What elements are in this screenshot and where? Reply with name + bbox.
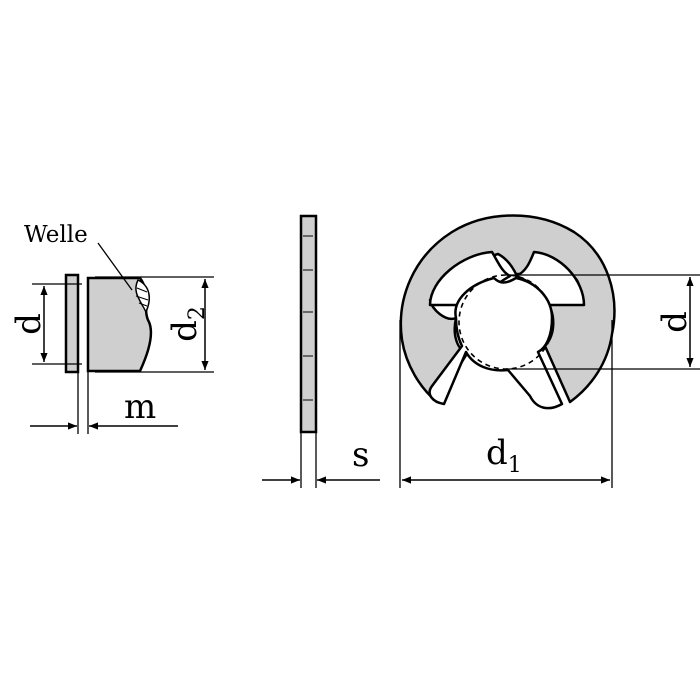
s-label: s: [352, 435, 369, 475]
d1-label-base: d: [486, 433, 508, 473]
shaft-side-view: [30, 242, 214, 434]
d-left-label: d: [9, 313, 49, 335]
d-right-label: d: [655, 311, 695, 333]
shaft-break-hatch: [135, 278, 151, 314]
ring-side-profile: [64, 273, 80, 374]
m-label: m: [124, 387, 156, 427]
ring-edge-view: [262, 214, 380, 488]
ring-center-opening: [428, 276, 564, 410]
d2-label-sub: 2: [185, 306, 210, 320]
d2-label: d2: [165, 306, 210, 342]
ring-front-view: [399, 214, 700, 488]
welle-label: Welle: [24, 222, 88, 248]
d2-label-base: d: [165, 320, 205, 342]
d1-label-sub: 1: [508, 453, 522, 478]
d1-label: d1: [486, 433, 522, 478]
welle-leader-line: [97, 242, 133, 291]
